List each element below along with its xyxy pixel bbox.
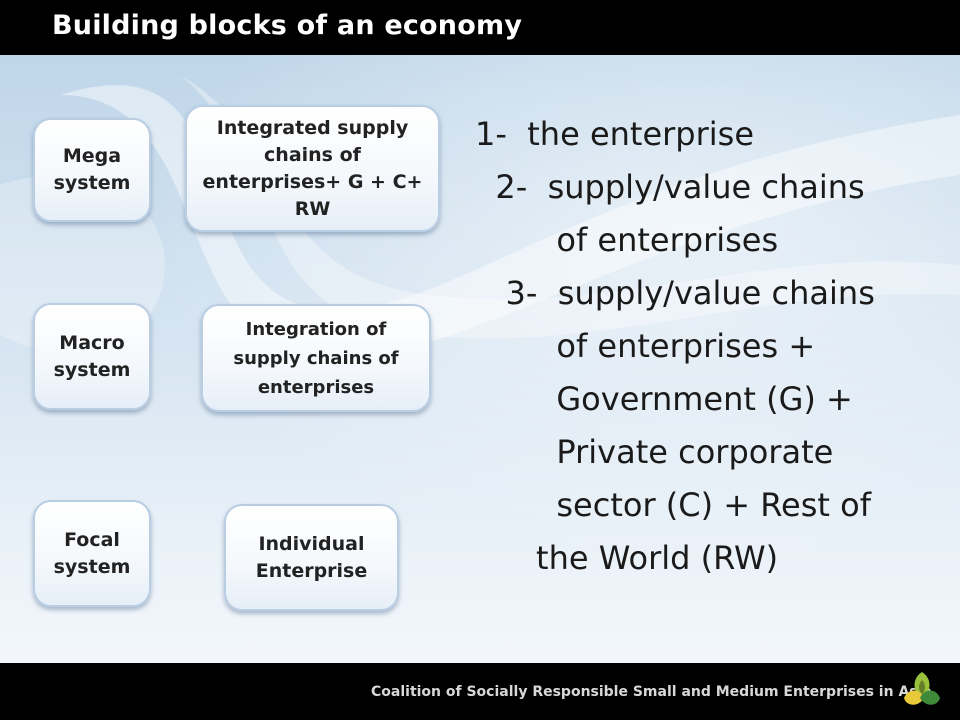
- list-line: Private corporate: [475, 433, 834, 471]
- list-line: sector (C) + Rest of: [475, 486, 871, 524]
- list-line: the World (RW): [475, 539, 779, 577]
- list-line: Government (G) +: [475, 380, 853, 418]
- list-line: of enterprises +: [475, 327, 816, 365]
- footer-bar: [0, 663, 960, 720]
- footer-organization-text: Coalition of Socially Responsible Small …: [371, 684, 932, 700]
- list-line: 2- supply/value chains: [475, 168, 865, 206]
- mega-system-box: Mega system: [33, 118, 151, 222]
- integrated-supply-chains-box: Integrated supply chains of enterprises+…: [185, 105, 440, 232]
- list-line: 3- supply/value chains: [475, 274, 875, 312]
- macro-system-box: Macro system: [33, 303, 151, 410]
- title-bar: Building blocks of an economy: [0, 0, 960, 55]
- list-line: 1- the enterprise: [475, 115, 755, 153]
- integration-supply-chains-box: Integration of supply chains of enterpri…: [201, 304, 431, 412]
- building-blocks-list: 1- the enterprise 2- supply/value chains…: [475, 108, 945, 585]
- slide-title: Building blocks of an economy: [52, 10, 523, 41]
- list-line: of enterprises: [475, 221, 779, 259]
- individual-enterprise-box: Individual Enterprise: [224, 504, 399, 611]
- coalition-logo-icon: [904, 672, 940, 705]
- focal-system-box: Focal system: [33, 500, 151, 607]
